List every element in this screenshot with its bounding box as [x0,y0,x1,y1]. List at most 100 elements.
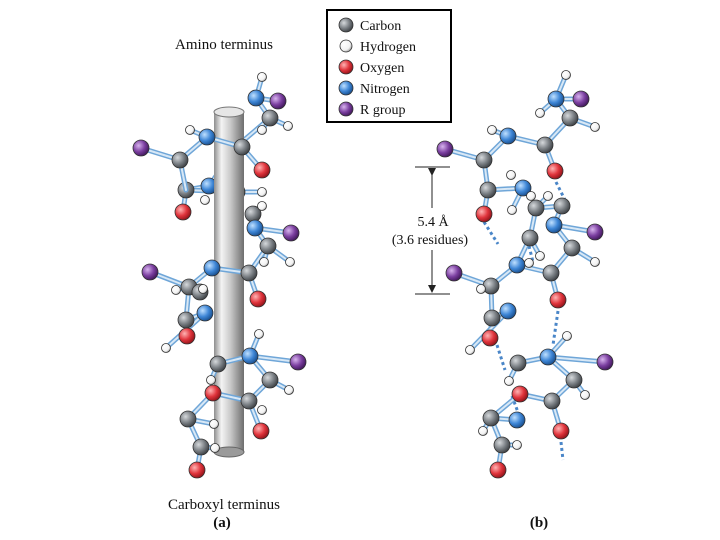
rgroup-atom [445,264,463,282]
rgroup-atom [586,223,604,241]
carbon-atom [171,151,189,169]
legend-label-nitrogen: Nitrogen [360,82,410,97]
nitrogen-atom [499,127,517,145]
pitch-value: 5.4 Å [417,214,449,230]
hydrogen-atom [506,170,516,180]
carbon-atom [177,311,195,329]
oxygen-atom [252,422,270,440]
hydrogen-atom [504,376,514,386]
nitrogen-atom [246,219,264,237]
carbon-atom [209,355,227,373]
hydrogen-atom [209,419,219,429]
carbon-atom [521,229,539,247]
hydrogen-bond [482,221,500,245]
hydrogen-atom [257,405,267,415]
hydrogen-atom [487,125,497,135]
hydrogen-atom [257,187,267,197]
nitrogen-atom [508,256,526,274]
hydrogen-atom [561,70,571,80]
hydrogen-atom [161,343,171,353]
panel-b-hydrogen-bonds [482,181,567,461]
nitrogen-atom [203,259,221,277]
hydrogen-atom [590,122,600,132]
oxygen-swatch-icon [338,59,354,75]
legend-label-hydrogen: Hydrogen [360,40,416,55]
carbon-swatch-icon [338,17,354,33]
hydrogen-bond [559,441,565,461]
hydrogen-atom [259,257,269,267]
amino-terminus-label: Amino terminus [175,37,273,53]
hydrogen-atom [465,345,475,355]
hydrogen-atom [590,257,600,267]
oxygen-atom [511,385,529,403]
carbon-atom [565,371,583,389]
hydrogen-bond [554,181,567,201]
legend-item-hydrogen: Hydrogen [339,39,416,55]
helix-axis-rod [213,106,245,458]
nitrogen-swatch-icon [338,80,354,96]
hydrogen-atom [254,329,264,339]
oxygen-atom [204,384,222,402]
nitrogen-atom [196,304,214,322]
rgroup-swatch-icon [338,101,354,117]
panel-a: Amino terminus Carboxyl terminus (a) [132,37,307,531]
carbon-atom [561,109,579,127]
hydrogen-atom [478,426,488,436]
hydrogen-atom [535,108,545,118]
nitrogen-atom [247,89,265,107]
hydrogen-bond [551,310,560,346]
carbon-atom [192,438,210,456]
rgroup-atom [596,353,614,371]
legend-item-oxygen: Oxygen [338,59,404,76]
rgroup-atom [269,92,287,110]
nitrogen-atom [499,302,517,320]
hydrogen-atom [171,285,181,295]
hydrogen-atom [210,443,220,453]
oxygen-atom [178,327,196,345]
oxygen-atom [174,203,192,221]
hydrogen-atom [512,440,522,450]
legend-item-rgroup: R group [338,101,406,118]
carbon-atom [482,409,500,427]
hydrogen-atom [206,375,216,385]
legend: Carbon Hydrogen Oxygen Nitrogen R group [326,9,452,123]
legend-label-carbon: Carbon [360,19,401,34]
carbon-atom [259,237,277,255]
panel-b-letter: (b) [530,515,548,531]
carbon-atom [475,151,493,169]
rgroup-atom [436,140,454,158]
carbon-atom [261,109,279,127]
carbon-atom [493,436,511,454]
rod-top-cap [213,106,245,118]
hydrogen-atom [257,201,267,211]
hydrogen-atom [535,251,545,261]
panel-a-atoms-front [132,125,307,479]
rgroup-atom [572,90,590,108]
carbon-atom [261,371,279,389]
carbon-atom [553,197,571,215]
nitrogen-atom [545,216,563,234]
oxygen-atom [549,291,567,309]
nitrogen-atom [547,90,565,108]
oxygen-atom [188,461,206,479]
nitrogen-atom [508,411,526,429]
carbon-atom [240,264,258,282]
oxygen-atom [475,205,493,223]
panel-b-atoms [436,70,614,479]
hydrogen-swatch-icon [339,39,353,53]
hydrogen-atom [562,331,572,341]
hydrogen-atom [285,257,295,267]
legend-label-oxygen: Oxygen [360,61,404,76]
carbon-atom [233,138,251,156]
legend-label-rgroup: R group [360,103,406,118]
nitrogen-atom [514,179,532,197]
carbon-atom [542,264,560,282]
pitch-residues: (3.6 residues) [392,233,469,248]
carbon-atom [483,309,501,327]
rgroup-atom [132,139,150,157]
oxygen-atom [489,461,507,479]
carbon-atom [482,277,500,295]
hydrogen-atom [476,284,486,294]
